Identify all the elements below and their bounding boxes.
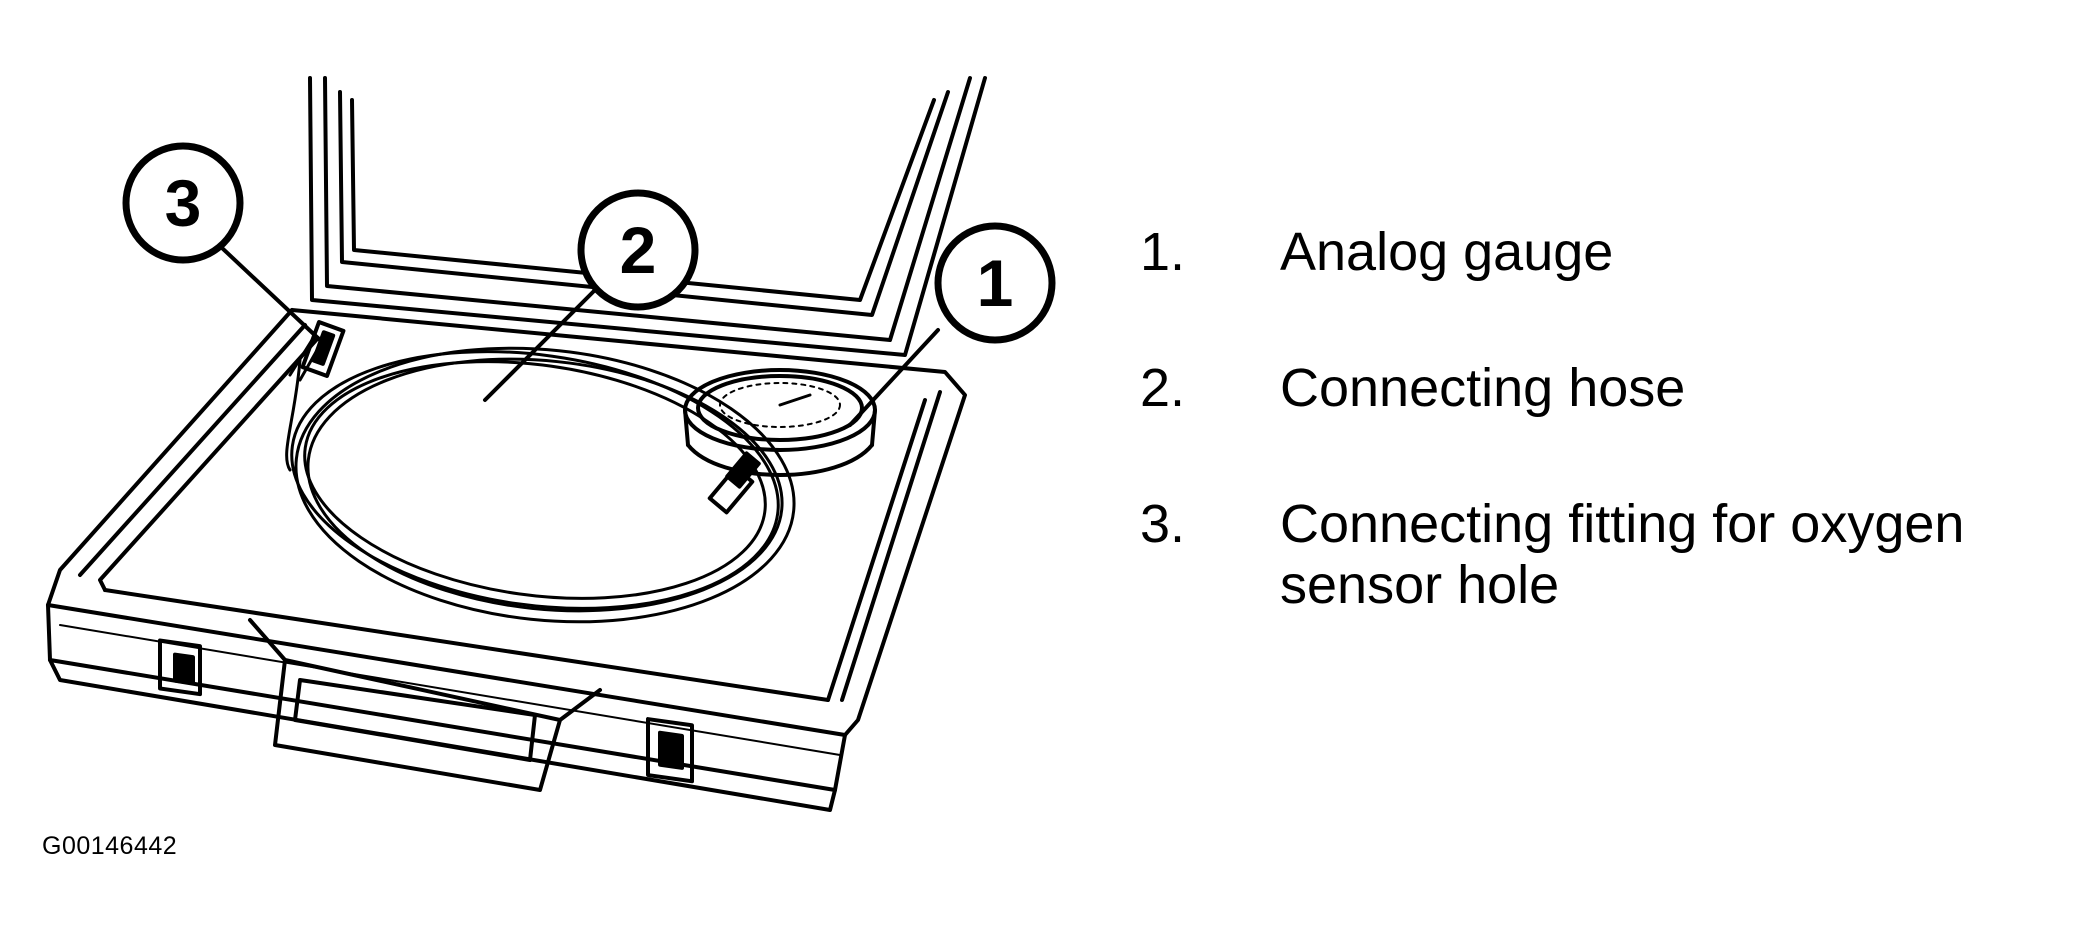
callout-leaders [203, 230, 940, 427]
legend-item-text: Analog gauge [1280, 222, 1614, 282]
callout-2: 2 [577, 189, 699, 311]
callout-2-number: 2 [620, 213, 657, 287]
case-base [46, 308, 967, 812]
hose-connector-illustration [707, 451, 761, 515]
legend-item-number: 2. [1140, 358, 1186, 419]
case-handle [248, 618, 602, 792]
callout-3-number: 3 [165, 166, 202, 240]
callout-3: 3 [122, 142, 244, 264]
figure-id: G00146442 [42, 832, 178, 860]
callout-1: 1 [934, 222, 1056, 344]
legend-item: 3. Connecting fitting for oxygen sensor … [1140, 494, 2070, 616]
legend-item: 2. Connecting hose [1140, 358, 2070, 419]
tester-case-illustration: 1 2 3 [46, 76, 1056, 812]
analog-gauge-illustration [683, 368, 877, 477]
legend-item-text: Connecting fitting for oxygen sensor hol… [1280, 494, 1965, 616]
legend: 1. Analog gauge 2. Connecting hose 3. Co… [1140, 222, 2070, 691]
case-latches [158, 638, 694, 784]
legend-item: 1. Analog gauge [1140, 222, 2070, 283]
legend-item-text: Connecting hose [1280, 358, 1686, 419]
connecting-hose-illustration [285, 338, 796, 624]
legend-item-number: 3. [1140, 494, 1186, 555]
legend-item-number: 1. [1140, 222, 1186, 282]
connecting-fitting-illustration [300, 320, 346, 378]
callout-1-number: 1 [977, 246, 1014, 320]
